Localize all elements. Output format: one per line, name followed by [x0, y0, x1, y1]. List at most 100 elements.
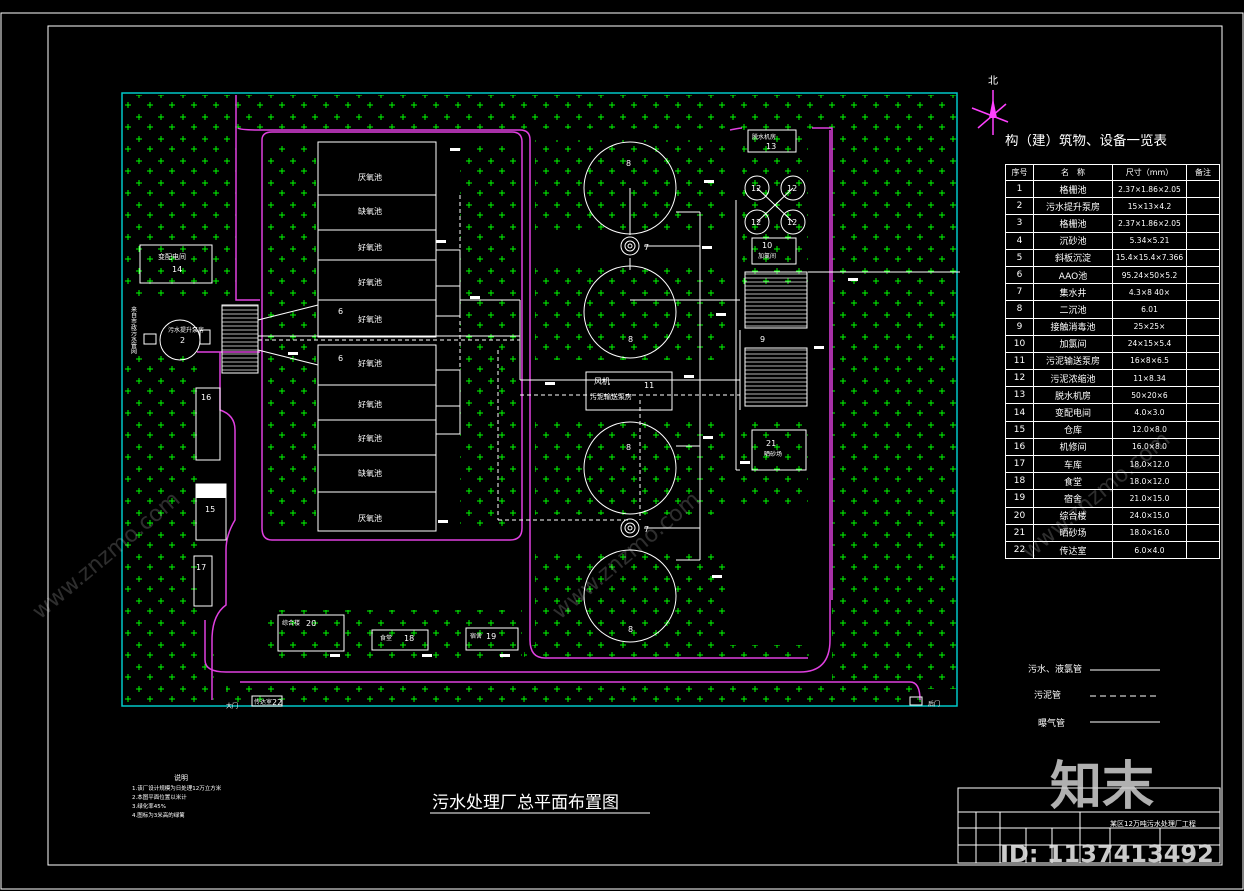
notes-title: 说明	[174, 773, 188, 782]
aao-top-label-1: 缺氧池	[358, 206, 382, 216]
substation-label: 变配电间	[158, 252, 186, 261]
building-dorm	[465, 627, 519, 651]
thickener-no: 12	[787, 218, 797, 227]
table-cell-name: 变配电间	[1033, 403, 1113, 422]
table-cell-note	[1186, 454, 1220, 474]
notes: 说明 1.该厂设计规模为日处理12万立方米 2.本图平面位置以米计 3.绿化率4…	[132, 773, 222, 819]
office-no: 20	[306, 619, 316, 628]
legend-label-1: 污泥管	[1034, 689, 1061, 701]
table-cell-no: 8	[1005, 300, 1034, 319]
clarifier	[583, 141, 677, 235]
secondary-clarifiers: 8 8 8 8	[583, 141, 677, 643]
canteen-label: 食堂	[380, 634, 392, 642]
thickener-no: 12	[787, 184, 797, 193]
building-sludge-pump-room	[585, 371, 673, 411]
table-cell-no: 9	[1005, 317, 1034, 336]
component-table-title: 构（建）筑物、设备一览表	[1005, 134, 1167, 149]
watermark-brand: 知末	[1050, 757, 1154, 817]
table-cell-size: 18.0×12.0	[1112, 454, 1187, 474]
b15-no: 15	[205, 505, 215, 514]
table-cell-note	[1186, 179, 1220, 199]
table-header-cell: 名 称	[1033, 164, 1113, 181]
table-cell-name: 接触消毒池	[1033, 317, 1113, 336]
north-label: 北	[988, 75, 998, 87]
north-arrow: 北	[971, 75, 1009, 135]
table-cell-note	[1186, 386, 1220, 405]
table-cell-no: 16	[1005, 437, 1034, 457]
table-cell-name: 污泥输送泵房	[1033, 351, 1113, 371]
table-cell-size: 11×8.34	[1112, 369, 1187, 388]
aao-tank-bottom: 好氧池 好氧池 好氧池 缺氧池 厌氧池 6	[317, 344, 461, 532]
table-cell-size: 4.0×3.0	[1112, 403, 1187, 422]
sand-no: 21	[766, 439, 776, 448]
aao-top-no: 6	[338, 307, 343, 316]
table-cell-size: 15×13×4.2	[1112, 197, 1187, 216]
table-cell-name: 综合楼	[1033, 506, 1113, 525]
clarifier	[583, 549, 677, 643]
table-cell-name: 格栅池	[1033, 214, 1113, 233]
table-cell-size: 18.0×16.0	[1112, 523, 1187, 542]
b16-no: 16	[201, 393, 211, 402]
substation-no: 14	[172, 265, 182, 274]
table-cell-note	[1186, 265, 1220, 285]
pump-no: 2	[180, 336, 185, 345]
notes-line-2: 3.绿化率45%	[132, 802, 166, 810]
table-cell-name: AAO池	[1033, 265, 1113, 285]
well-no: 7	[644, 525, 649, 534]
gatehouse-no: 22	[272, 698, 282, 707]
table-cell-note	[1186, 231, 1220, 250]
table-cell-size: 6.0×4.0	[1112, 540, 1187, 560]
table-cell-no: 2	[1005, 197, 1034, 216]
screen-3	[199, 329, 211, 345]
table-cell-no: 11	[1005, 351, 1034, 371]
inlet-label: 来自市政污水管网	[130, 306, 137, 355]
b17-no: 17	[196, 563, 206, 572]
dorm-no: 19	[486, 632, 496, 641]
title-block-project: 某区12万吨污水处理厂工程	[1110, 819, 1196, 828]
table-cell-note	[1186, 214, 1220, 233]
table-header-row: 序号 名 称 尺寸（mm） 备注	[1005, 164, 1220, 181]
canteen-no: 18	[404, 634, 414, 643]
pipe-tags	[288, 148, 858, 657]
table-cell-name: 宿舍	[1033, 489, 1113, 508]
table-cell-name: 车库	[1033, 454, 1113, 474]
table-cell-name: 仓库	[1033, 420, 1113, 439]
table-cell-size: 16×8×6.5	[1112, 351, 1187, 371]
green-areas	[124, 95, 956, 704]
table-cell-name: 沉砂池	[1033, 231, 1113, 250]
thickener-no: 12	[751, 218, 761, 227]
table-cell-no: 14	[1005, 403, 1034, 422]
building-garage	[193, 555, 213, 607]
table-cell-no: 19	[1005, 489, 1034, 508]
pump-label: 污水提升泵房	[168, 326, 204, 334]
table-header-cell: 尺寸（mm）	[1112, 164, 1187, 181]
notes-line-1: 2.本图平面位置以米计	[132, 793, 187, 801]
aao-bottom-no: 6	[338, 354, 343, 363]
table-cell-name: 集水井	[1033, 283, 1113, 302]
table-cell-no: 7	[1005, 283, 1034, 302]
clarifier-no: 8	[626, 159, 631, 168]
drawing-title: 污水处理厂总平面布置图	[432, 793, 619, 813]
sand-label: 晒砂场	[764, 450, 782, 458]
warehouse-roof	[196, 484, 226, 498]
aao-bottom-label-0: 好氧池	[358, 358, 382, 368]
table-header-cell: 备注	[1186, 164, 1220, 181]
chlorine-label: 加氯间	[758, 252, 776, 260]
aao-bottom-label-2: 好氧池	[358, 433, 382, 443]
table-cell-name: 晒砂场	[1033, 523, 1113, 542]
legend: 污水、液氯管 污泥管 曝气管	[1028, 663, 1160, 729]
site-boundary	[121, 92, 958, 707]
table-header-cell: 序号	[1005, 164, 1034, 181]
